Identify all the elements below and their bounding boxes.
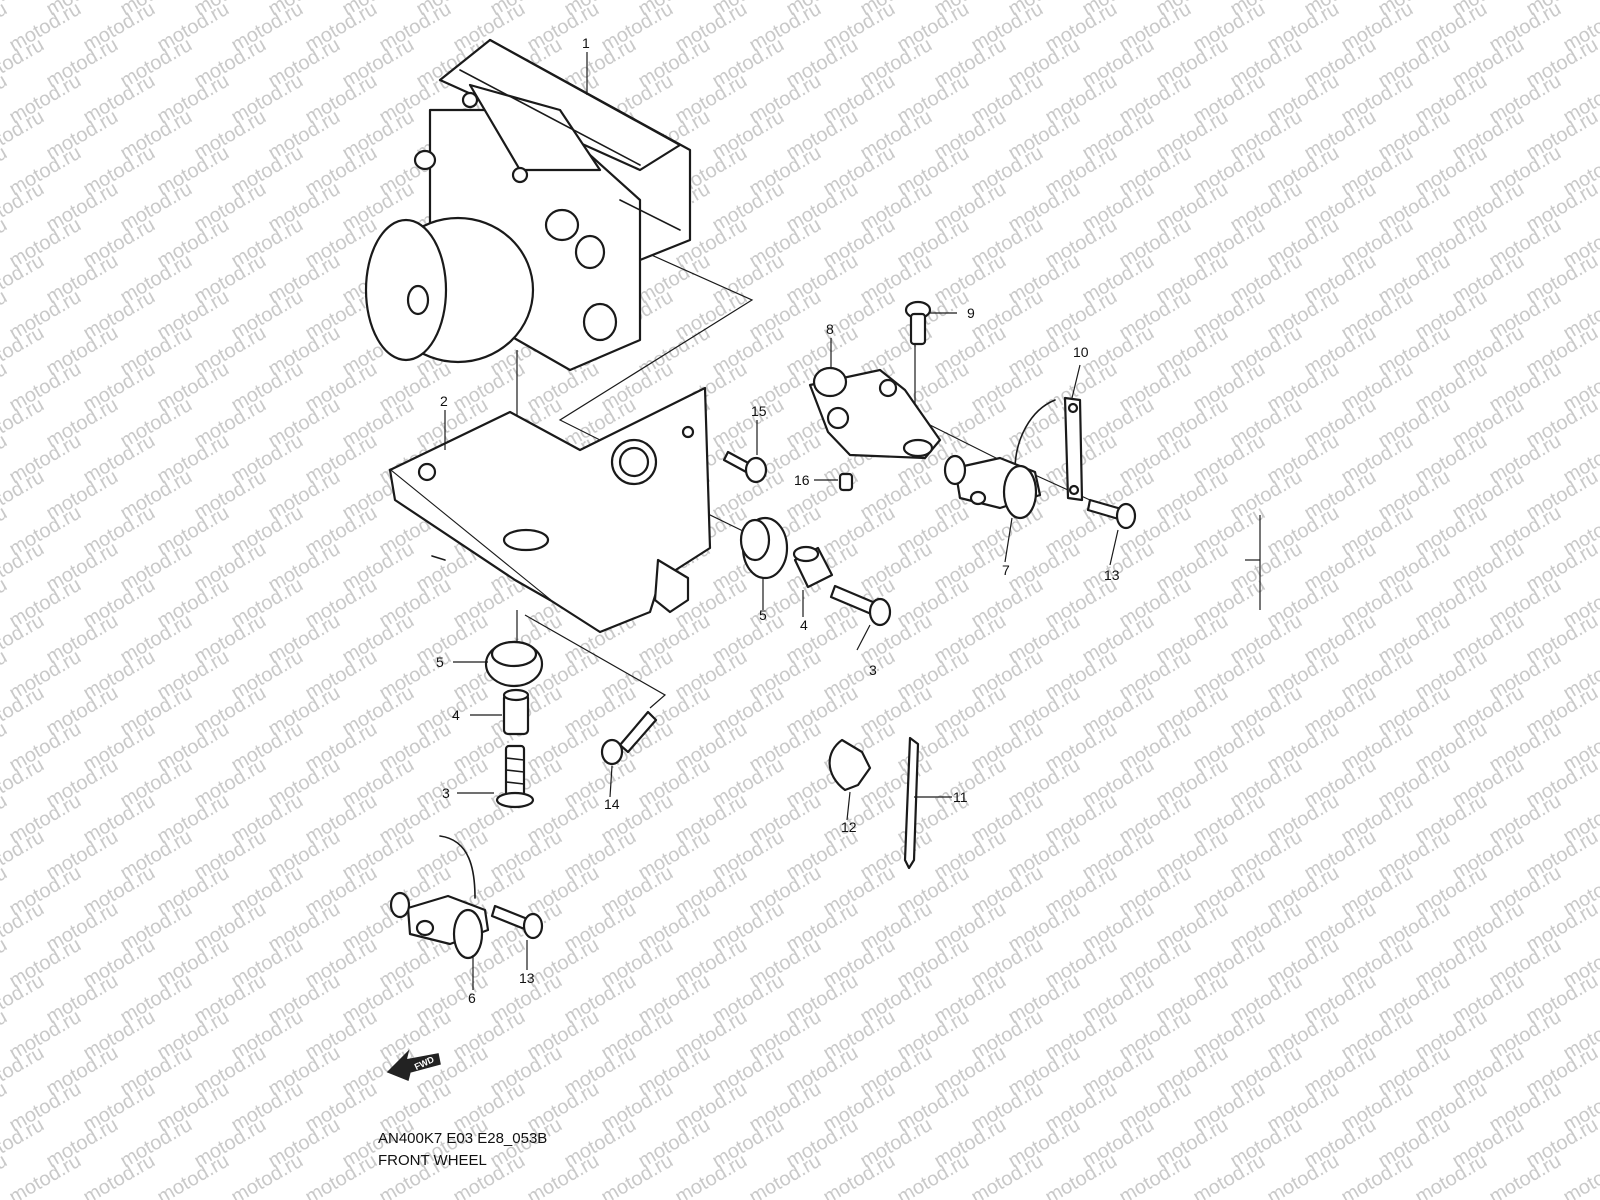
watermark-text: motod.ru bbox=[0, 430, 11, 489]
watermark-text: motod.ru bbox=[1597, 322, 1600, 381]
watermark-text: motod.ru bbox=[1597, 898, 1600, 957]
watermark-text: motod.ru bbox=[0, 718, 11, 777]
watermark-text: motod.ru bbox=[0, 214, 11, 273]
cable-tie-11 bbox=[903, 736, 920, 870]
watermark-text: motod.ru bbox=[0, 934, 11, 993]
watermark-text: motod.ru bbox=[1597, 34, 1600, 93]
callout-4b: 4 bbox=[800, 617, 808, 633]
diagram-code: AN400K7 E03 E28_053B bbox=[378, 1130, 548, 1147]
bolt-13b bbox=[490, 904, 544, 940]
speed-sensor-7 bbox=[943, 399, 1056, 520]
watermark-text: motod.ru bbox=[0, 286, 11, 345]
sensor-bracket-8 bbox=[808, 366, 942, 460]
callout-5a: 5 bbox=[436, 654, 444, 670]
watermark-text: motod.ru bbox=[1597, 826, 1600, 885]
callout-14: 14 bbox=[604, 796, 620, 812]
collar-4a bbox=[502, 688, 530, 736]
watermark-text: motod.ru bbox=[0, 1006, 11, 1065]
diagram-title: FRONT WHEEL bbox=[378, 1152, 487, 1169]
abs-hydraulic-unit bbox=[364, 38, 692, 372]
watermark-text: motod.ru bbox=[1597, 466, 1600, 525]
watermark-text: motod.ru bbox=[1597, 682, 1600, 741]
callout-10: 10 bbox=[1073, 344, 1089, 360]
watermark-text: motod.ru bbox=[0, 646, 11, 705]
watermark-text: motod.ru bbox=[1560, 1150, 1600, 1200]
watermark-text: motod.ru bbox=[1597, 610, 1600, 669]
cushion-5b bbox=[739, 516, 789, 580]
watermark-text: motod.ru bbox=[0, 0, 11, 56]
callout-12: 12 bbox=[841, 819, 857, 835]
abs-bracket bbox=[388, 386, 712, 634]
watermark-text: motod.ru bbox=[1597, 178, 1600, 237]
flange-bolt-3a bbox=[495, 744, 535, 809]
watermark-text: motod.ru bbox=[0, 862, 11, 921]
watermark-text: motod.ru bbox=[0, 358, 11, 417]
watermark-text: motod.ru bbox=[1597, 106, 1600, 165]
callout-numbers: 1 2 3 3 4 4 5 5 6 7 8 9 10 11 12 13 13 1… bbox=[436, 35, 1120, 1006]
callout-3b: 3 bbox=[869, 662, 877, 678]
watermark-text: motod.ru bbox=[0, 574, 11, 633]
watermark-text: motod.ru bbox=[0, 70, 11, 129]
callout-4a: 4 bbox=[452, 707, 460, 723]
callout-7: 7 bbox=[1002, 562, 1010, 578]
callout-13b: 13 bbox=[519, 970, 535, 986]
cushion-5a bbox=[484, 640, 544, 688]
callout-3a: 3 bbox=[442, 785, 450, 801]
watermark-text: motod.ru bbox=[0, 790, 11, 849]
pin-16 bbox=[838, 472, 854, 492]
watermark-text: motod.ru bbox=[1597, 394, 1600, 453]
flange-bolt-3b bbox=[829, 584, 892, 627]
speed-sensor-6 bbox=[389, 835, 490, 960]
callout-11: 11 bbox=[953, 789, 968, 805]
watermark-text: motod.ru bbox=[1597, 538, 1600, 597]
collar-4b bbox=[792, 545, 834, 589]
bolt-13a bbox=[1086, 498, 1137, 530]
watermark-text: motod.ru bbox=[1597, 250, 1600, 309]
bolt-14 bbox=[600, 710, 658, 766]
callout-5b: 5 bbox=[759, 607, 767, 623]
bolt-15 bbox=[722, 450, 768, 484]
watermark-text: motod.ru bbox=[1597, 1114, 1600, 1173]
callout-8: 8 bbox=[826, 321, 834, 337]
watermark-text: motod.ru bbox=[1597, 1042, 1600, 1101]
watermark-text: motod.ru bbox=[1597, 754, 1600, 813]
watermark-text: motod.ru bbox=[0, 502, 11, 561]
callout-1: 1 bbox=[582, 35, 590, 51]
watermark-text: motod.ru bbox=[1597, 970, 1600, 1029]
bolt-9 bbox=[904, 300, 932, 346]
watermark-text: motod.ru bbox=[0, 142, 11, 201]
watermark-text: motod.ru bbox=[0, 1078, 11, 1137]
callout-6: 6 bbox=[468, 990, 476, 1006]
callout-13a: 13 bbox=[1104, 567, 1120, 583]
clamp-10 bbox=[1063, 396, 1084, 502]
callout-leaders bbox=[444, 52, 1119, 990]
callout-15: 15 bbox=[751, 403, 767, 419]
callout-16: 16 bbox=[794, 472, 810, 488]
callout-9: 9 bbox=[967, 305, 975, 321]
callout-2: 2 bbox=[440, 393, 448, 409]
clip-12 bbox=[828, 738, 872, 792]
